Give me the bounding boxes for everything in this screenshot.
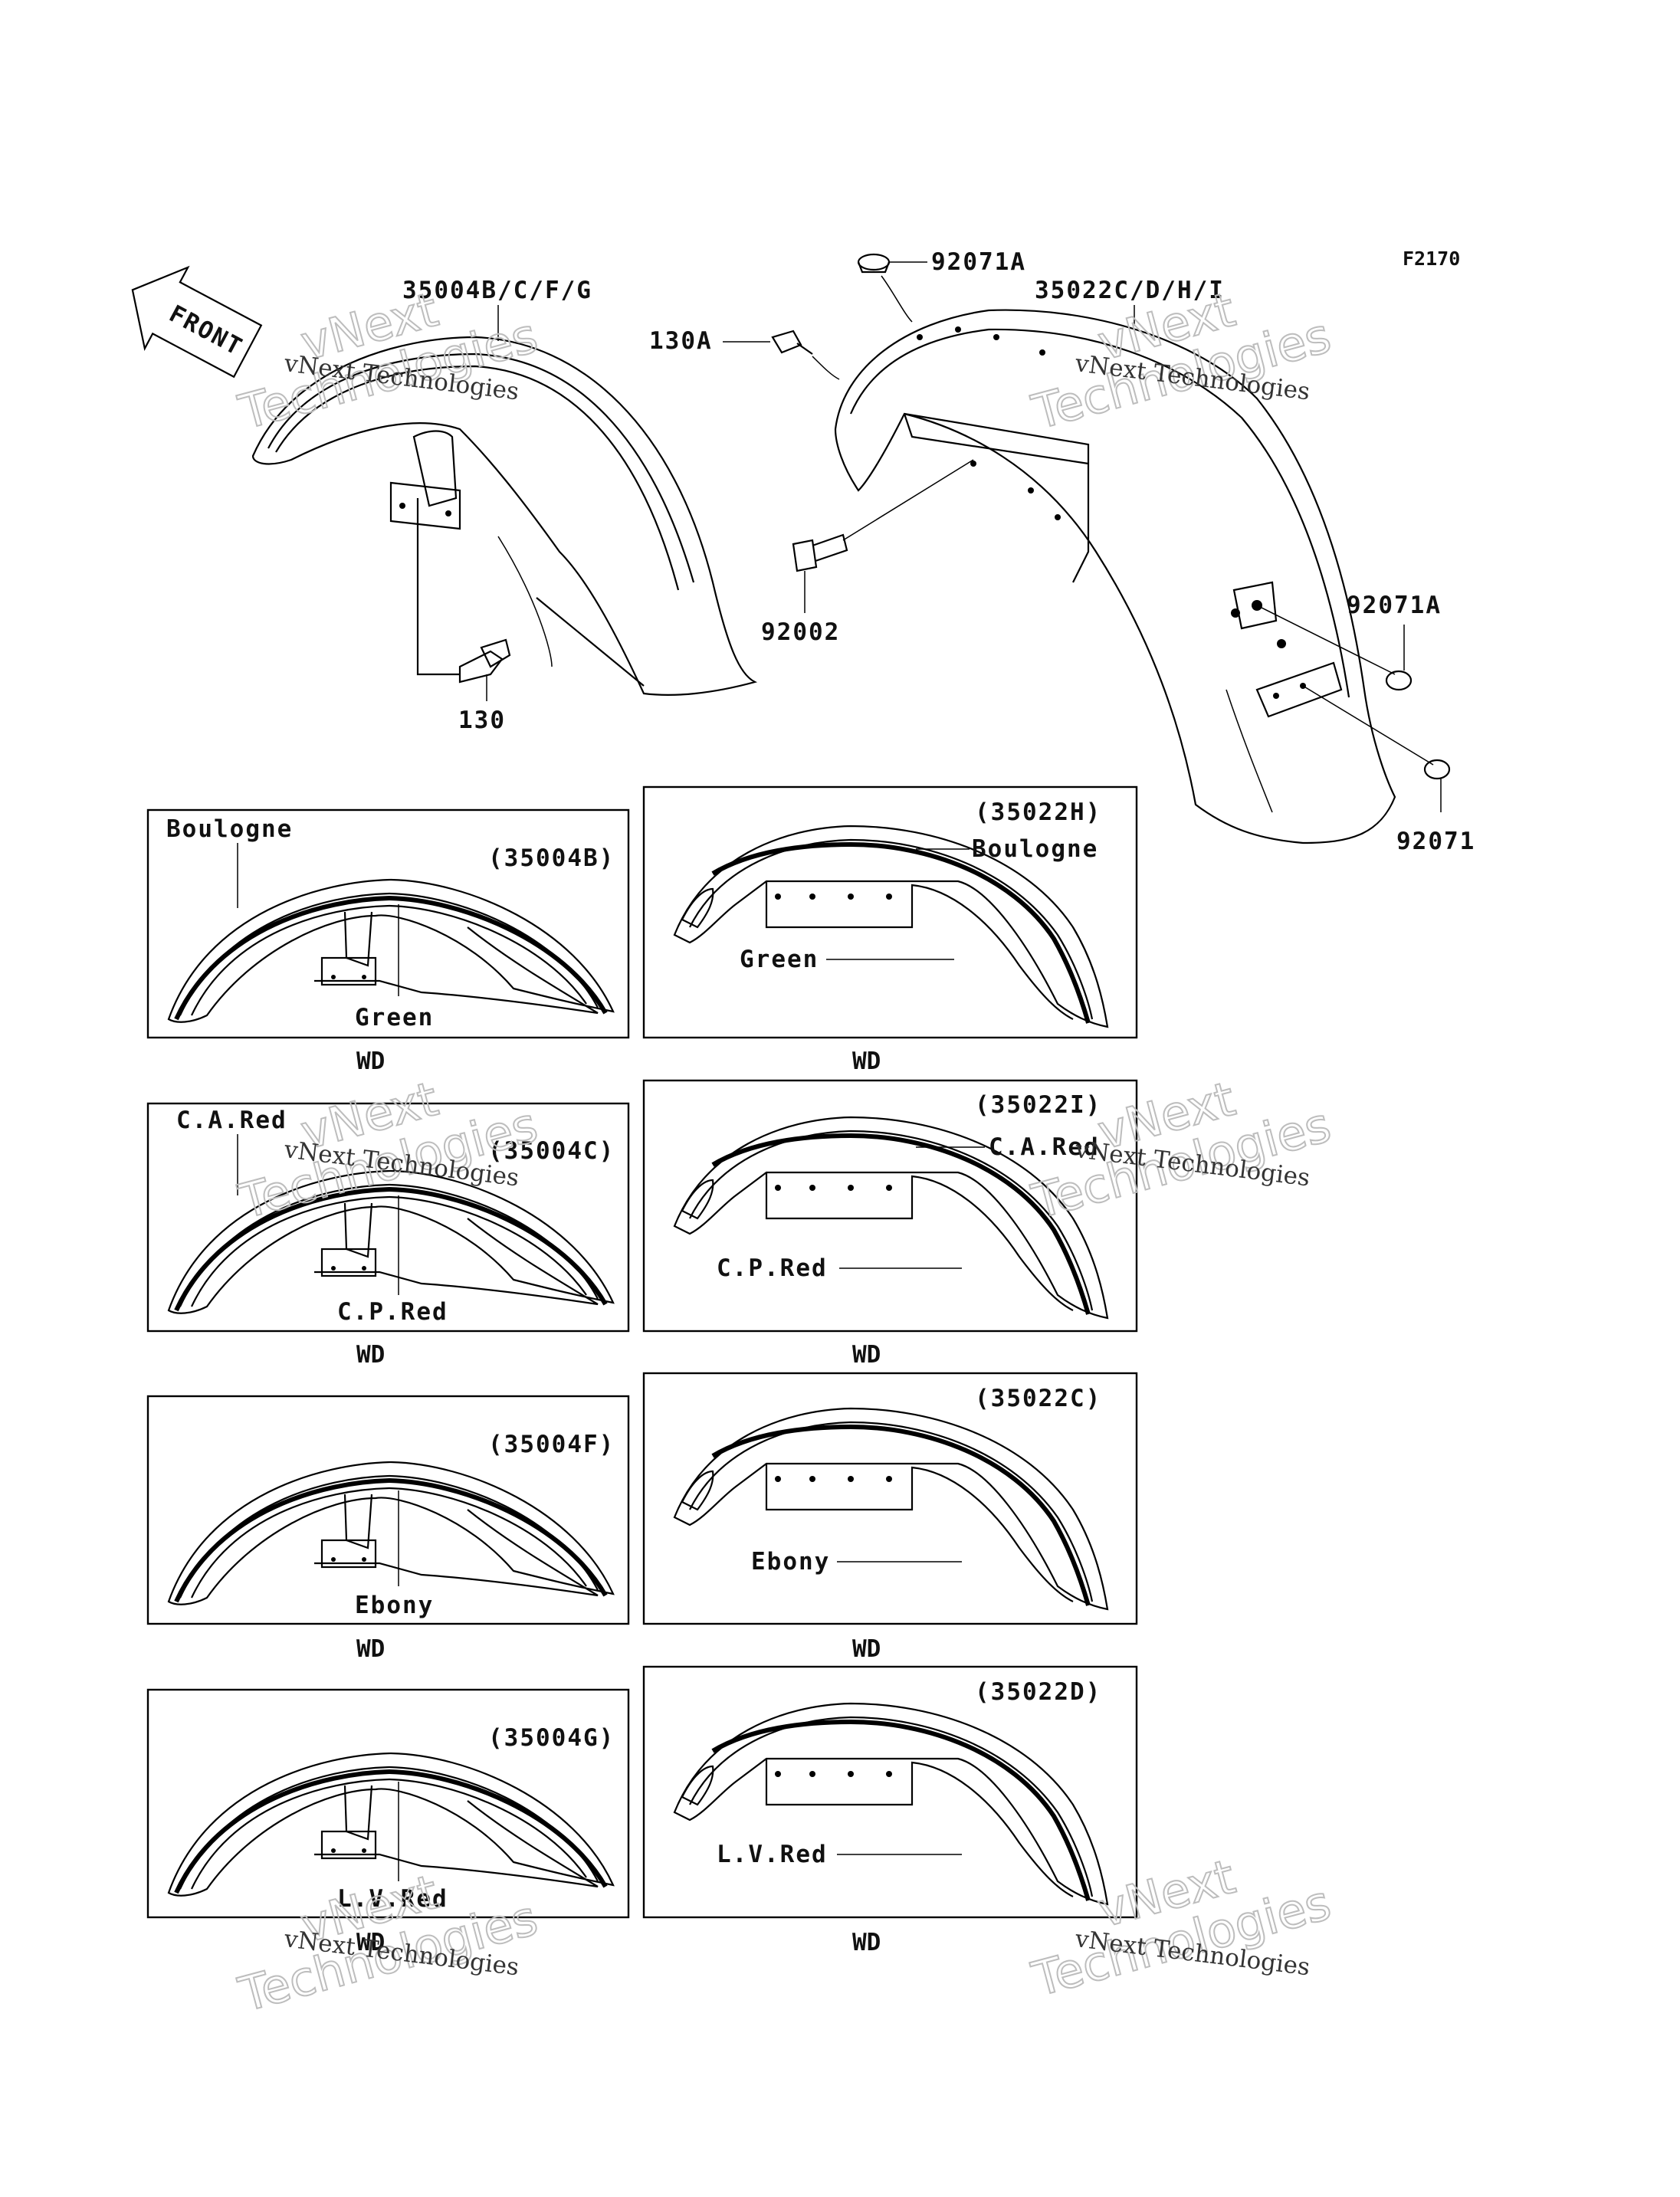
panel-35004c: C.A.Red (35004C) C.P.Red xyxy=(146,1102,630,1333)
panel2-stripe-label: Boulogne xyxy=(972,835,1098,863)
panel4-color: C.P.Red xyxy=(717,1254,828,1282)
nut-bottom-label: 92071 xyxy=(1396,828,1475,855)
panel1-footer: WD xyxy=(356,1048,385,1075)
panel4-footer: WD xyxy=(852,1341,881,1369)
front-fender-part-label: 35004B/C/F/G xyxy=(402,277,592,304)
panel7-color: L.V.Red xyxy=(337,1885,448,1913)
watermark-top-left: vNext Technologies vNext Technologies xyxy=(232,280,544,441)
panel6-code: (35022C) xyxy=(975,1385,1101,1412)
panel1-color: Green xyxy=(355,1004,434,1031)
panel-35022c: (35022C) Ebony xyxy=(642,1372,1138,1625)
rear-fender-part-label: 35022C/D/H/I xyxy=(1035,277,1225,304)
panel4-stripe-label: C.A.Red xyxy=(989,1133,1100,1161)
front-fender-drawing xyxy=(251,336,758,696)
panel5-code: (35004F) xyxy=(488,1431,615,1458)
bolt-130a-label: 130A xyxy=(649,327,713,355)
panel4-code: (35022I) xyxy=(975,1091,1101,1119)
panel5-color: Ebony xyxy=(355,1592,434,1619)
watermark-bottom-left: vNext Technologies vNext Technologies xyxy=(232,1863,544,2024)
panel-35004f: (35004F) Ebony xyxy=(146,1395,630,1625)
panel7-footer: WD xyxy=(356,1929,385,1956)
cap-top-label: 92071A xyxy=(931,248,1026,276)
nut-92071a-right xyxy=(1256,605,1413,691)
panel1-code: (35004B) xyxy=(488,844,615,872)
panel-35022h: (35022H) Boulogne Green xyxy=(642,785,1138,1039)
panel6-color: Ebony xyxy=(751,1548,830,1576)
front-label: FRONT xyxy=(165,300,248,361)
panel8-code: (35022D) xyxy=(975,1678,1101,1706)
panel-35022d: (35022D) L.V.Red xyxy=(642,1665,1138,1919)
bolt-130-label: 130 xyxy=(458,707,506,734)
panel2-color: Green xyxy=(740,946,819,973)
panel3-stripe-label: C.A.Red xyxy=(176,1107,287,1134)
cap-92071a-top xyxy=(857,253,913,323)
watermark-top-right: vNext Technologies vNext Technologies xyxy=(1025,280,1337,441)
panel6-footer: WD xyxy=(852,1635,881,1663)
panel2-footer: WD xyxy=(852,1048,881,1075)
panel8-footer: WD xyxy=(852,1929,881,1956)
panel2-code: (35022H) xyxy=(975,798,1101,826)
panel-35022i: (35022I) C.A.Red C.P.Red xyxy=(642,1079,1138,1333)
panel8-color: L.V.Red xyxy=(717,1841,828,1868)
panel3-color: C.P.Red xyxy=(337,1298,448,1326)
watermark-bottom-right: vNext Technologies vNext Technologies xyxy=(1025,1848,1337,2008)
watermark-mid-left: vNext Technologies vNext Technologies xyxy=(232,1070,544,1231)
panel3-code: (35004C) xyxy=(488,1137,615,1165)
panel7-code: (35004G) xyxy=(488,1724,615,1752)
nut-right-label: 92071A xyxy=(1347,592,1442,619)
diagram-code: F2170 xyxy=(1403,248,1460,270)
panel1-stripe-label: Boulogne xyxy=(166,815,293,843)
panel3-footer: WD xyxy=(356,1341,385,1369)
rear-fender-drawing xyxy=(834,309,1396,844)
bolt-92002-label: 92002 xyxy=(761,618,840,646)
bolt-92002 xyxy=(792,459,974,572)
panel-35004b: Boulogne (35004B) Green xyxy=(146,808,630,1039)
panel-35004g: (35004G) L.V.Red xyxy=(146,1688,630,1919)
bolt-130a xyxy=(771,330,840,380)
panel5-footer: WD xyxy=(356,1635,385,1663)
front-arrow-icon: FRONT xyxy=(131,265,263,379)
bolt-130 xyxy=(416,498,511,684)
nut-92071-bottom xyxy=(1302,685,1451,780)
